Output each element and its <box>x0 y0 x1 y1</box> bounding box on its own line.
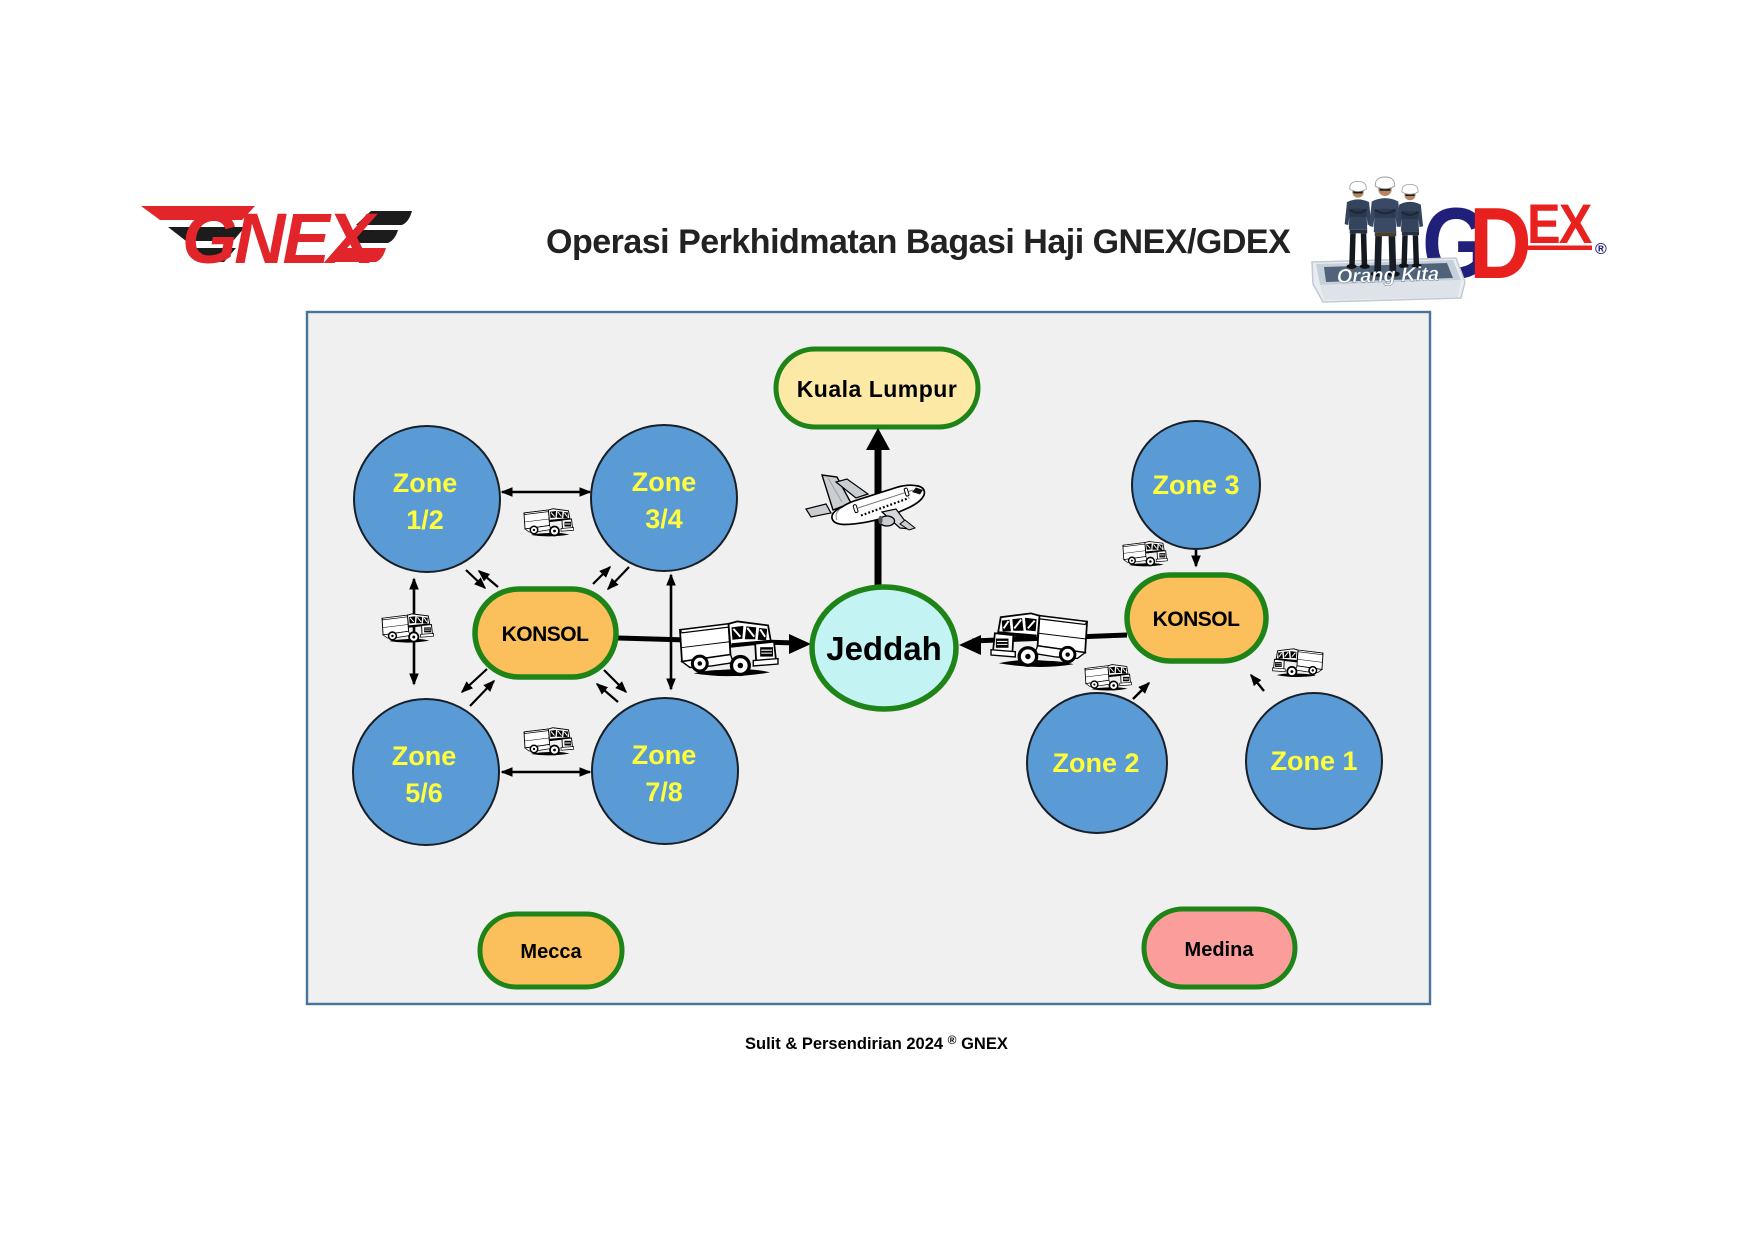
svg-text:Zone 2: Zone 2 <box>1052 748 1139 778</box>
svg-text:®: ® <box>1595 241 1607 258</box>
svg-text:KONSOL: KONSOL <box>1153 608 1241 631</box>
svg-text:EX: EX <box>1527 194 1593 256</box>
svg-text:Mecca: Mecca <box>520 941 582 963</box>
svg-text:1/2: 1/2 <box>406 505 444 535</box>
svg-text:GNEX: GNEX <box>182 200 378 279</box>
svg-text:Zone: Zone <box>393 468 458 498</box>
svg-text:Jeddah: Jeddah <box>826 630 942 667</box>
svg-text:5/6: 5/6 <box>405 778 443 808</box>
svg-text:Operasi Perkhidmatan Bagasi Ha: Operasi Perkhidmatan Bagasi Haji GNEX/GD… <box>546 223 1291 261</box>
svg-text:7/8: 7/8 <box>645 777 683 807</box>
svg-text:Zone: Zone <box>632 467 697 497</box>
svg-text:Zone 1: Zone 1 <box>1270 746 1357 776</box>
svg-text:KONSOL: KONSOL <box>502 623 590 646</box>
svg-text:Zone: Zone <box>392 741 457 771</box>
svg-text:Kuala Lumpur: Kuala Lumpur <box>797 376 958 402</box>
svg-text:3/4: 3/4 <box>645 504 683 534</box>
svg-text:Orang Kita: Orang Kita <box>1337 263 1440 288</box>
svg-text:D: D <box>1469 187 1532 300</box>
svg-text:Zone: Zone <box>632 740 697 770</box>
svg-text:Zone 3: Zone 3 <box>1152 470 1239 500</box>
svg-text:Medina: Medina <box>1185 939 1255 961</box>
svg-text:Sulit & Persendirian 2024 ® G: Sulit & Persendirian 2024 ® GNEX <box>745 1033 1008 1053</box>
